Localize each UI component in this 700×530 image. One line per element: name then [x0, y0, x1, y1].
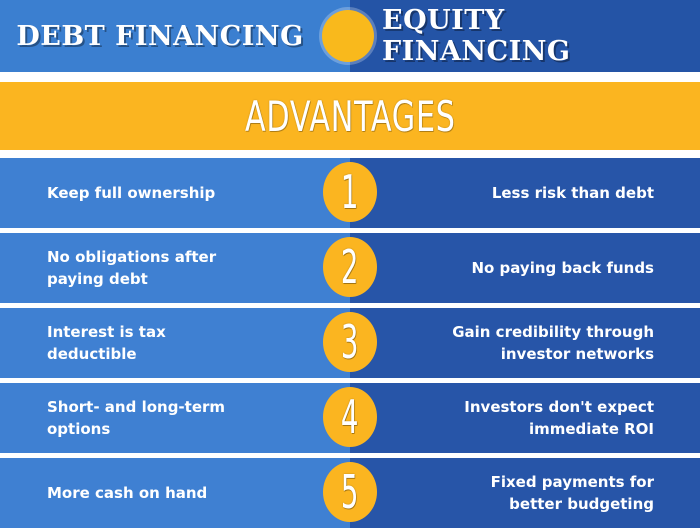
equity-advantage-cell: No paying back funds	[350, 233, 700, 303]
advantage-row-3: Interest is tax deductible Gain credibil…	[0, 308, 700, 378]
advantage-row-1: Keep full ownership Less risk than debt …	[0, 158, 700, 228]
advantages-title: ADVANTAGES	[244, 91, 456, 141]
debt-advantage-cell: Keep full ownership	[0, 158, 350, 228]
equity-financing-title: Equity Financing	[382, 5, 571, 67]
debt-advantage-cell: Interest is tax deductible	[0, 308, 350, 378]
equity-advantage-text: Investors don't expect immediate ROI	[464, 398, 654, 438]
equity-advantage-text: No paying back funds	[471, 259, 654, 277]
number-badge: 3	[323, 312, 377, 372]
debt-advantage-text: More cash on hand	[47, 484, 208, 502]
debt-advantage-text: Keep full ownership	[47, 184, 216, 202]
number-badge-label: 3	[341, 315, 359, 369]
advantage-row-5: More cash on hand Fixed payments for bet…	[0, 458, 700, 528]
number-badge: 1	[323, 162, 377, 222]
debt-advantage-cell: More cash on hand	[0, 458, 350, 528]
equity-advantage-cell: Investors don't expect immediate ROI	[350, 383, 700, 453]
debt-advantage-text: Interest is tax deductible	[47, 323, 166, 363]
debt-financing-header: Debt Financing	[0, 0, 350, 72]
equity-advantage-cell: Fixed payments for better budgeting	[350, 458, 700, 528]
advantage-row-2: No obligations after paying debt No payi…	[0, 233, 700, 303]
header-circle-icon	[322, 10, 374, 62]
equity-financing-header: Equity Financing	[350, 0, 700, 72]
debt-advantage-text: No obligations after paying debt	[47, 248, 217, 288]
number-badge-label: 4	[341, 390, 359, 444]
debt-financing-title: Debt Financing	[16, 20, 304, 52]
number-badge: 5	[323, 462, 377, 522]
debt-advantage-cell: Short- and long-term options	[0, 383, 350, 453]
equity-advantage-text: Gain credibility through investor networ…	[452, 323, 654, 363]
number-badge-label: 1	[341, 165, 359, 219]
equity-advantage-cell: Less risk than debt	[350, 158, 700, 228]
debt-advantage-cell: No obligations after paying debt	[0, 233, 350, 303]
equity-advantage-text: Less risk than debt	[491, 184, 654, 202]
equity-advantage-cell: Gain credibility through investor networ…	[350, 308, 700, 378]
advantage-row-4: Short- and long-term options Investors d…	[0, 383, 700, 453]
advantages-banner: ADVANTAGES	[0, 82, 700, 150]
equity-advantage-text: Fixed payments for better budgeting	[490, 473, 654, 513]
number-badge: 2	[323, 237, 377, 297]
number-badge-label: 2	[341, 240, 359, 294]
number-badge-label: 5	[341, 465, 359, 519]
debt-advantage-text: Short- and long-term options	[47, 398, 226, 438]
number-badge: 4	[323, 387, 377, 447]
